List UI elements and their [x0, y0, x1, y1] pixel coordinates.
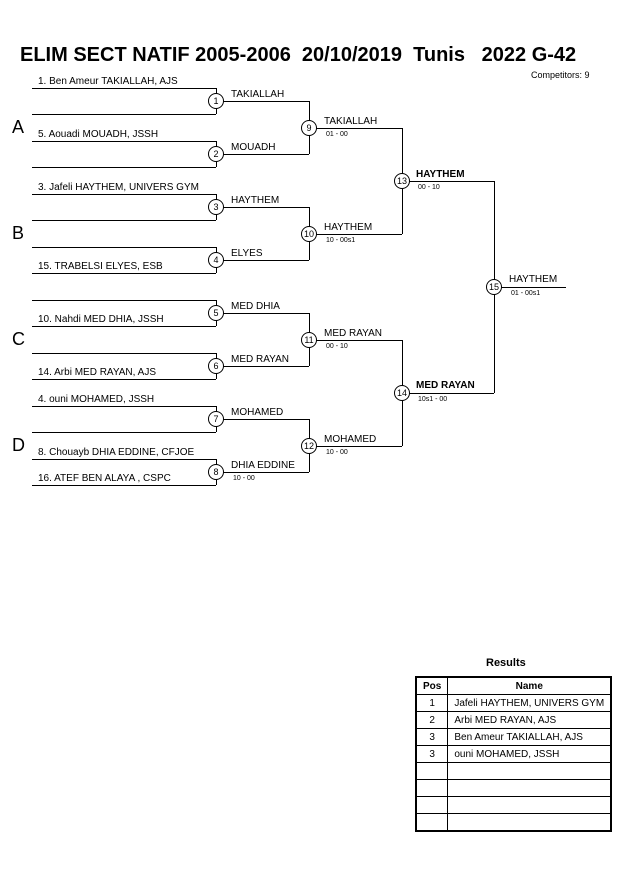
match-number: 11	[301, 332, 317, 348]
match-score: 00 - 10	[418, 184, 440, 191]
name-cell	[447, 813, 612, 832]
match-number: 3	[208, 199, 224, 215]
name-cell	[447, 796, 612, 814]
match-number: 6	[208, 358, 224, 374]
match-score: 00 - 10	[326, 343, 348, 350]
match-score: 10s1 - 00	[418, 396, 448, 403]
match-winner: ELYES	[231, 248, 263, 259]
match-number: 1	[208, 93, 224, 109]
name-cell: Arbi MED RAYAN, AJS	[447, 711, 612, 729]
table-header-row: Pos Name	[415, 676, 612, 695]
name-cell: Jafeli HAYTHEM, UNIVERS GYM	[447, 694, 612, 712]
name-header: Name	[447, 676, 612, 695]
match-score: 10 - 00	[233, 475, 255, 482]
competitor-entry: 5. Aouadi MOUADH, JSSH	[38, 129, 159, 140]
table-row	[415, 796, 612, 814]
final-winner: HAYTHEM	[509, 274, 558, 285]
match-number: 12	[301, 438, 317, 454]
match-score: 10 - 00	[326, 449, 348, 456]
pos-cell: 1	[415, 694, 449, 712]
competitor-entry: 10. Nahdi MED DHIA, JSSH	[38, 314, 164, 325]
match-winner: MOUADH	[231, 142, 276, 153]
competitor-entry: 1. Ben Ameur TAKIALLAH, AJS	[38, 76, 178, 87]
final-score: 01 - 00s1	[511, 290, 541, 297]
competitor-entry: 4. ouni MOHAMED, JSSH	[38, 394, 155, 405]
match-number: 8	[208, 464, 224, 480]
match-score: 01 - 00	[326, 131, 348, 138]
match-winner: HAYTHEM	[231, 195, 280, 206]
pos-cell	[415, 796, 449, 814]
competitor-entry: 16. ATEF BEN ALAYA , CSPC	[38, 473, 171, 484]
match-winner: TAKIALLAH	[324, 116, 378, 127]
pos-cell: 3	[415, 728, 449, 746]
section-label: A	[12, 117, 25, 137]
table-row: 3 ouni MOHAMED, JSSH	[415, 745, 612, 763]
match-number: 9	[301, 120, 317, 136]
match-winner: MOHAMED	[324, 434, 377, 445]
pos-cell: 2	[415, 711, 449, 729]
section-label: D	[12, 435, 25, 455]
results-table: Pos Name 1 Jafeli HAYTHEM, UNIVERS GYM 2…	[415, 676, 613, 832]
pos-cell	[415, 813, 449, 832]
name-cell: ouni MOHAMED, JSSH	[447, 745, 612, 763]
match-winner: TAKIALLAH	[231, 89, 285, 100]
table-row	[415, 813, 612, 832]
competitors-count: Competitors: 9	[531, 70, 590, 80]
name-cell	[447, 779, 612, 797]
pos-cell: 3	[415, 745, 449, 763]
table-row	[415, 779, 612, 797]
match-score: 10 - 00s1	[326, 237, 356, 244]
competitor-entry: 14. Arbi MED RAYAN, AJS	[38, 367, 157, 378]
pos-cell	[415, 779, 449, 797]
match-winner: MED DHIA	[231, 301, 280, 312]
pos-cell	[415, 762, 449, 780]
match-winner: HAYTHEM	[416, 169, 465, 180]
table-row	[415, 762, 612, 780]
table-row: 3 Ben Ameur TAKIALLAH, AJS	[415, 728, 612, 746]
competitor-entry: 15. TRABELSI ELYES, ESB	[38, 261, 163, 272]
table-row: 1 Jafeli HAYTHEM, UNIVERS GYM	[415, 694, 612, 712]
section-label: C	[12, 329, 25, 349]
match-number: 4	[208, 252, 224, 268]
match-number: 2	[208, 146, 224, 162]
section-label: B	[12, 223, 25, 243]
pos-header: Pos	[415, 676, 449, 695]
match-number: 10	[301, 226, 317, 242]
results-title: Results	[486, 657, 526, 669]
competitor-entry: 8. Chouayb DHIA EDDINE, CFJOE	[38, 447, 195, 458]
name-cell	[447, 762, 612, 780]
table-row: 2 Arbi MED RAYAN, AJS	[415, 711, 612, 729]
name-cell: Ben Ameur TAKIALLAH, AJS	[447, 728, 612, 746]
match-number: 7	[208, 411, 224, 427]
page-title: ELIM SECT NATIF 2005-2006 20/10/2019 Tun…	[20, 44, 577, 66]
match-winner: HAYTHEM	[324, 222, 373, 233]
match-winner: MED RAYAN	[416, 380, 475, 391]
match-number: 15	[486, 279, 502, 295]
match-winner: DHIA EDDINE	[231, 460, 295, 471]
match-winner: MED RAYAN	[231, 354, 289, 365]
match-number: 14	[394, 385, 410, 401]
match-winner: MED RAYAN	[324, 328, 382, 339]
match-number: 13	[394, 173, 410, 189]
match-winner: MOHAMED	[231, 407, 284, 418]
competitor-entry: 3. Jafeli HAYTHEM, UNIVERS GYM	[38, 182, 199, 193]
match-number: 5	[208, 305, 224, 321]
